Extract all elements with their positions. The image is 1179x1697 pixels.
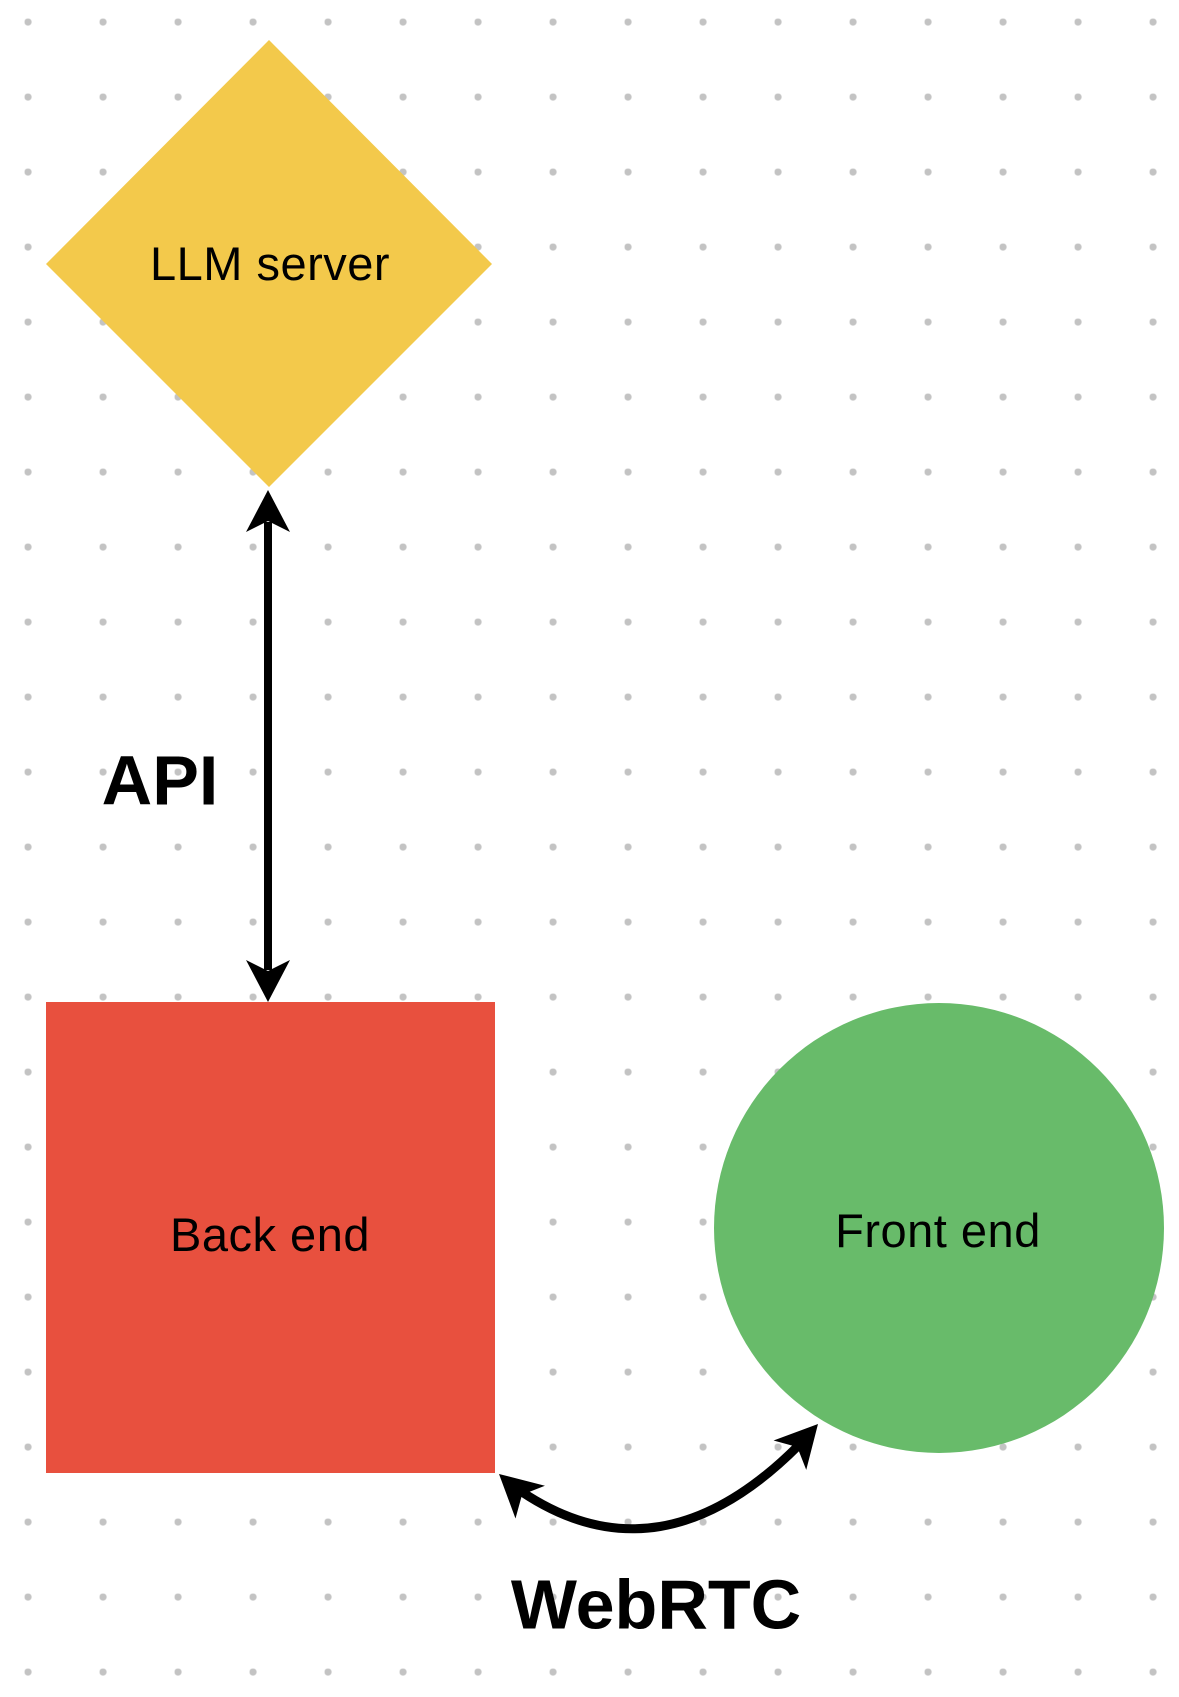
webrtc-arrow-curve	[519, 1442, 802, 1534]
webrtc-label[interactable]: WebRTC	[510, 1565, 802, 1644]
front-end-circle-shape[interactable]	[714, 1003, 1164, 1453]
webrtc-arrowhead-left-icon	[499, 1474, 545, 1519]
api-connector-arrow[interactable]	[246, 490, 290, 1002]
back-end-square-shape[interactable]	[46, 1002, 495, 1473]
api-label[interactable]: API	[101, 741, 219, 820]
llm-server-diamond-shape[interactable]	[46, 40, 492, 487]
front-end-label: Front end	[835, 1204, 1041, 1258]
webrtc-arrowhead-right-icon	[773, 1424, 818, 1470]
webrtc-connector-arrow[interactable]	[484, 1409, 834, 1534]
api-arrowhead-up-icon	[246, 490, 290, 532]
back-end-label: Back end	[170, 1208, 370, 1262]
llm-server-label: LLM server	[149, 237, 391, 291]
api-arrowhead-down-icon	[246, 960, 290, 1002]
